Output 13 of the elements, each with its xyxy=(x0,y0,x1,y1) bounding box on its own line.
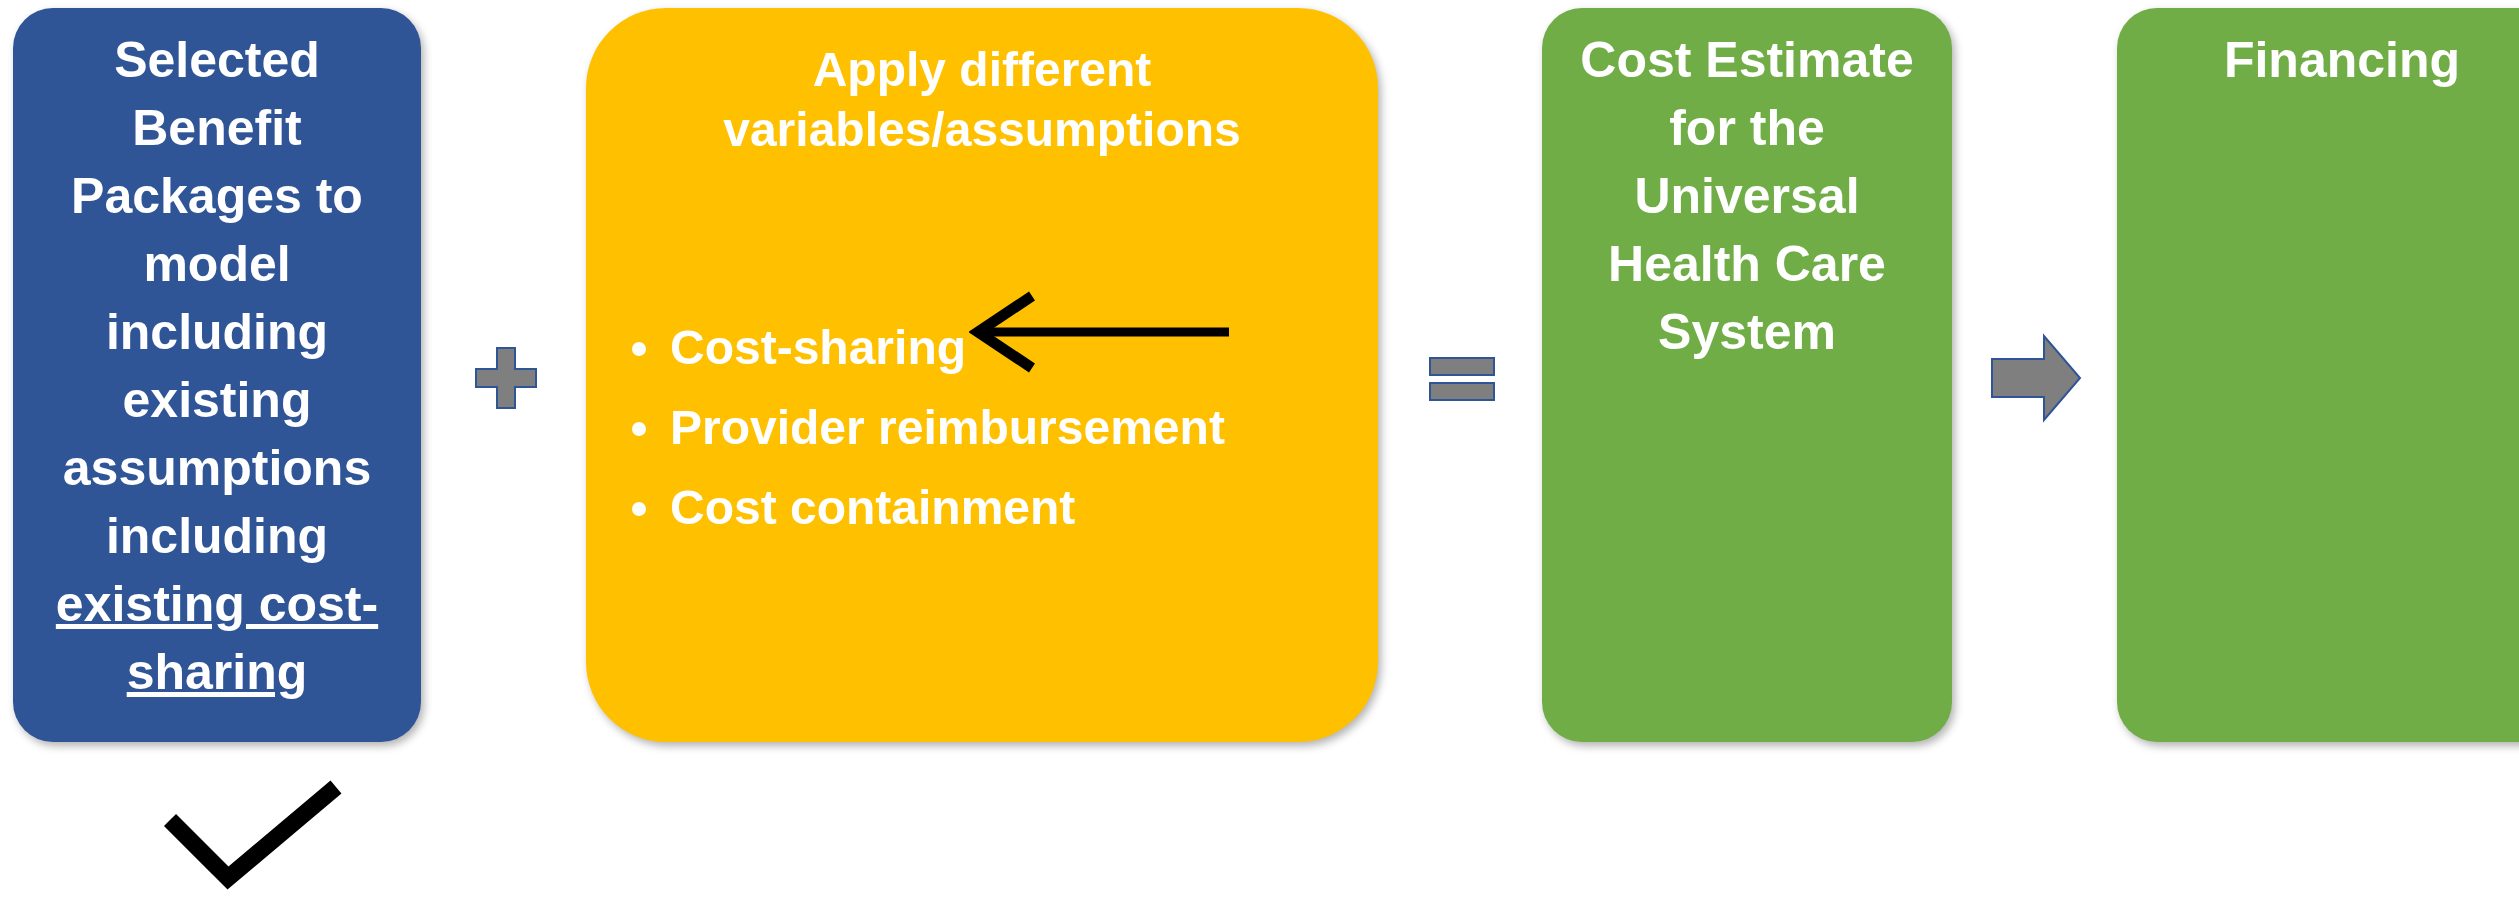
rounded-box xyxy=(586,8,1378,742)
rounded-box xyxy=(1542,8,1952,742)
rounded-box xyxy=(13,8,421,742)
rounded-box xyxy=(2117,8,2519,742)
bullet-item: Provider reimbursement xyxy=(626,388,1225,468)
node-text: Cost Estimate for the Universal Health Care System xyxy=(1579,31,1915,362)
box-heading: Apply different variables/assumptions xyxy=(722,42,1242,158)
bullet-item: Cost-sharing xyxy=(626,308,966,388)
bullet-item: Cost containment xyxy=(626,468,1076,548)
node-text: Financing xyxy=(2222,31,2462,90)
node-text: Selected Benefit Packages to model including existing assumptions including existing cost-sharing xyxy=(54,31,380,702)
block-arrow xyxy=(1991,333,2082,423)
arrow xyxy=(972,290,1229,374)
